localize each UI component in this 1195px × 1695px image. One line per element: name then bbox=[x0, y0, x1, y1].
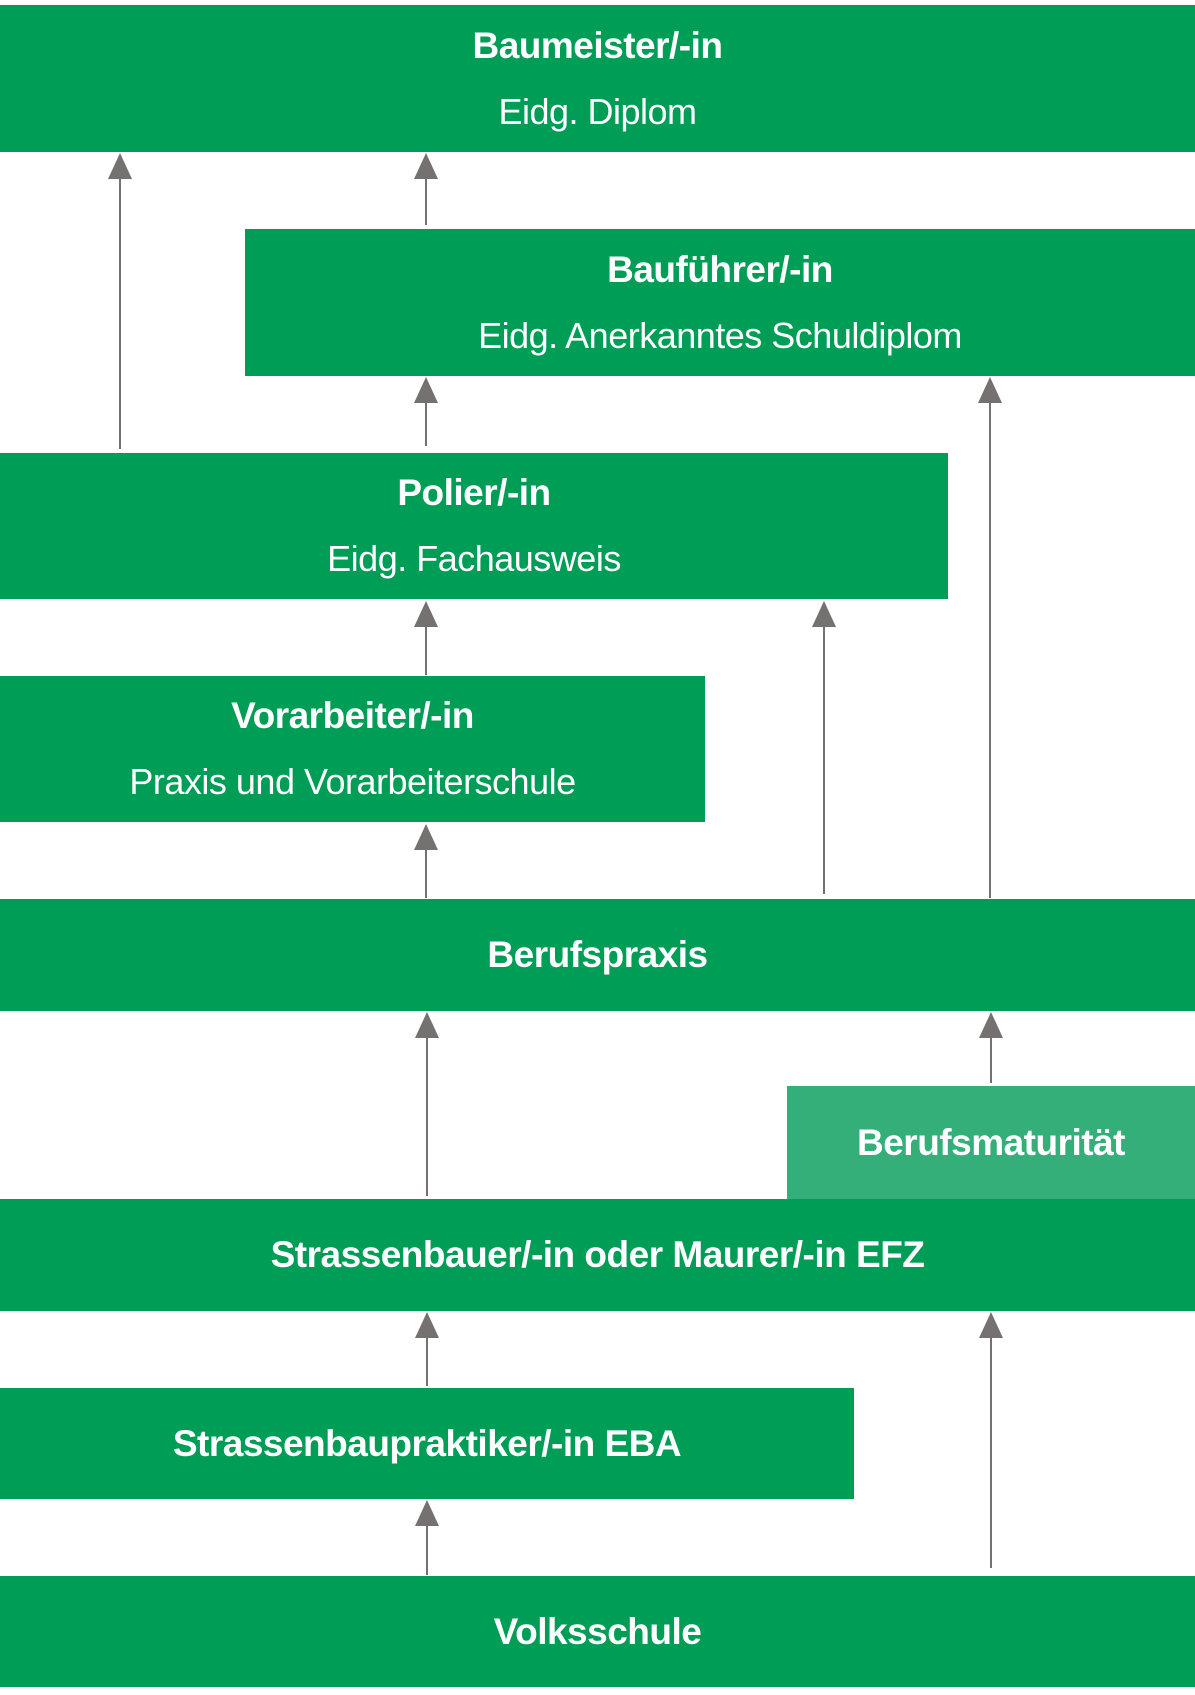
node-subtitle: Eidg. Anerkanntes Schuldiplom bbox=[478, 314, 962, 356]
arrow-up-icon bbox=[978, 377, 1002, 898]
arrow-up-icon bbox=[979, 1012, 1003, 1083]
node-title: Strassenbauer/-in oder Maurer/-in EFZ bbox=[270, 1234, 925, 1275]
node-title: Berufsmaturität bbox=[857, 1121, 1126, 1163]
node-strassenbauer: Strassenbauer/-in oder Maurer/-in EFZ bbox=[0, 1199, 1195, 1311]
arrow-up-icon bbox=[979, 1312, 1003, 1568]
node-baumeister: Baumeister/-in Eidg. Diplom bbox=[0, 5, 1195, 152]
arrow-up-icon bbox=[108, 153, 132, 449]
arrow-up-icon bbox=[812, 601, 836, 894]
arrow-up-icon bbox=[414, 601, 438, 675]
node-berufsmaturitaet: Berufsmaturität bbox=[787, 1086, 1195, 1199]
arrow-up-icon bbox=[415, 1312, 439, 1386]
arrow-up-icon bbox=[414, 377, 438, 446]
node-title: Baumeister/-in bbox=[472, 24, 723, 66]
node-title: Berufspraxis bbox=[487, 934, 708, 975]
node-strassenbaupraktiker: Strassenbaupraktiker/-in EBA bbox=[0, 1388, 854, 1499]
node-vorarbeiter: Vorarbeiter/-in Praxis und Vorarbeitersc… bbox=[0, 676, 705, 822]
node-title: Vorarbeiter/-in bbox=[231, 695, 474, 736]
node-title: Strassenbaupraktiker/-in EBA bbox=[172, 1422, 682, 1464]
node-volksschule: Volksschule bbox=[0, 1576, 1195, 1687]
node-subtitle: Praxis und Vorarbeiterschule bbox=[129, 761, 576, 802]
node-title: Polier/-in bbox=[397, 472, 551, 513]
node-title: Bauführer/-in bbox=[607, 248, 833, 290]
arrow-up-icon bbox=[415, 1012, 439, 1196]
arrow-up-icon bbox=[414, 153, 438, 225]
node-subtitle: Eidg. Fachausweis bbox=[327, 538, 621, 579]
arrow-up-icon bbox=[414, 824, 438, 898]
node-berufspraxis: Berufspraxis bbox=[0, 899, 1195, 1011]
node-subtitle: Eidg. Diplom bbox=[498, 90, 697, 132]
node-polier: Polier/-in Eidg. Fachausweis bbox=[0, 453, 948, 599]
node-baufuehrer: Bauführer/-in Eidg. Anerkanntes Schuldip… bbox=[245, 229, 1195, 376]
arrow-up-icon bbox=[415, 1500, 439, 1575]
node-title: Volksschule bbox=[493, 1610, 702, 1652]
